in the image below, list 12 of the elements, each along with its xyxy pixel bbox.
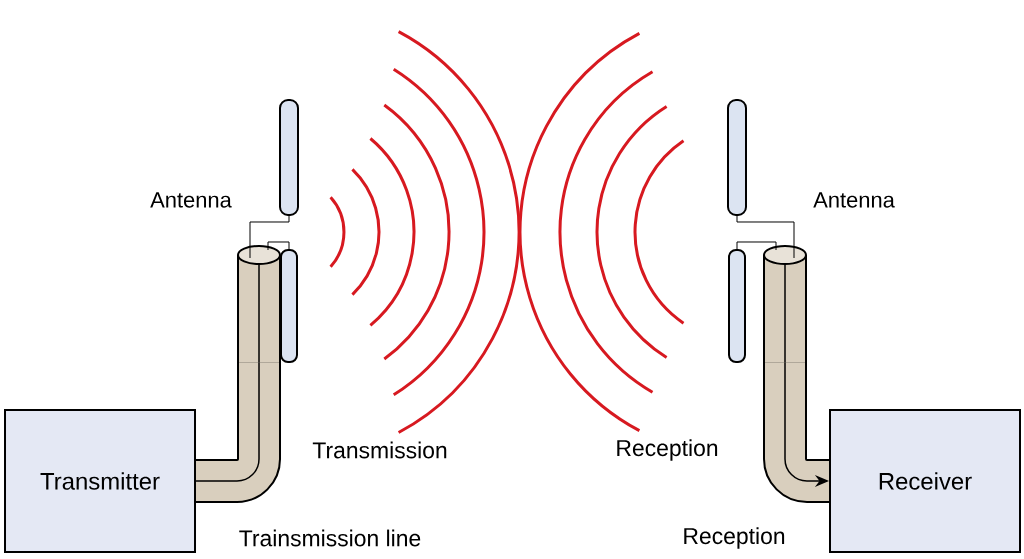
transmission-cable — [195, 361, 281, 503]
cable-label: Transmission — [312, 441, 447, 459]
transmission-cable — [763, 361, 829, 503]
cable-label: Reception — [684, 527, 785, 549]
antenna-drawing — [237, 99, 299, 364]
antenna-drawing — [727, 99, 807, 364]
cable-label: Reception — [617, 439, 718, 461]
cable-label: Trainsmission line — [239, 529, 421, 547]
antenna-label: Antenna — [813, 192, 895, 208]
device-box: Transmitter — [4, 409, 196, 553]
antenna-label: Antenna — [150, 192, 232, 208]
device-box: Receiver — [829, 409, 1021, 553]
